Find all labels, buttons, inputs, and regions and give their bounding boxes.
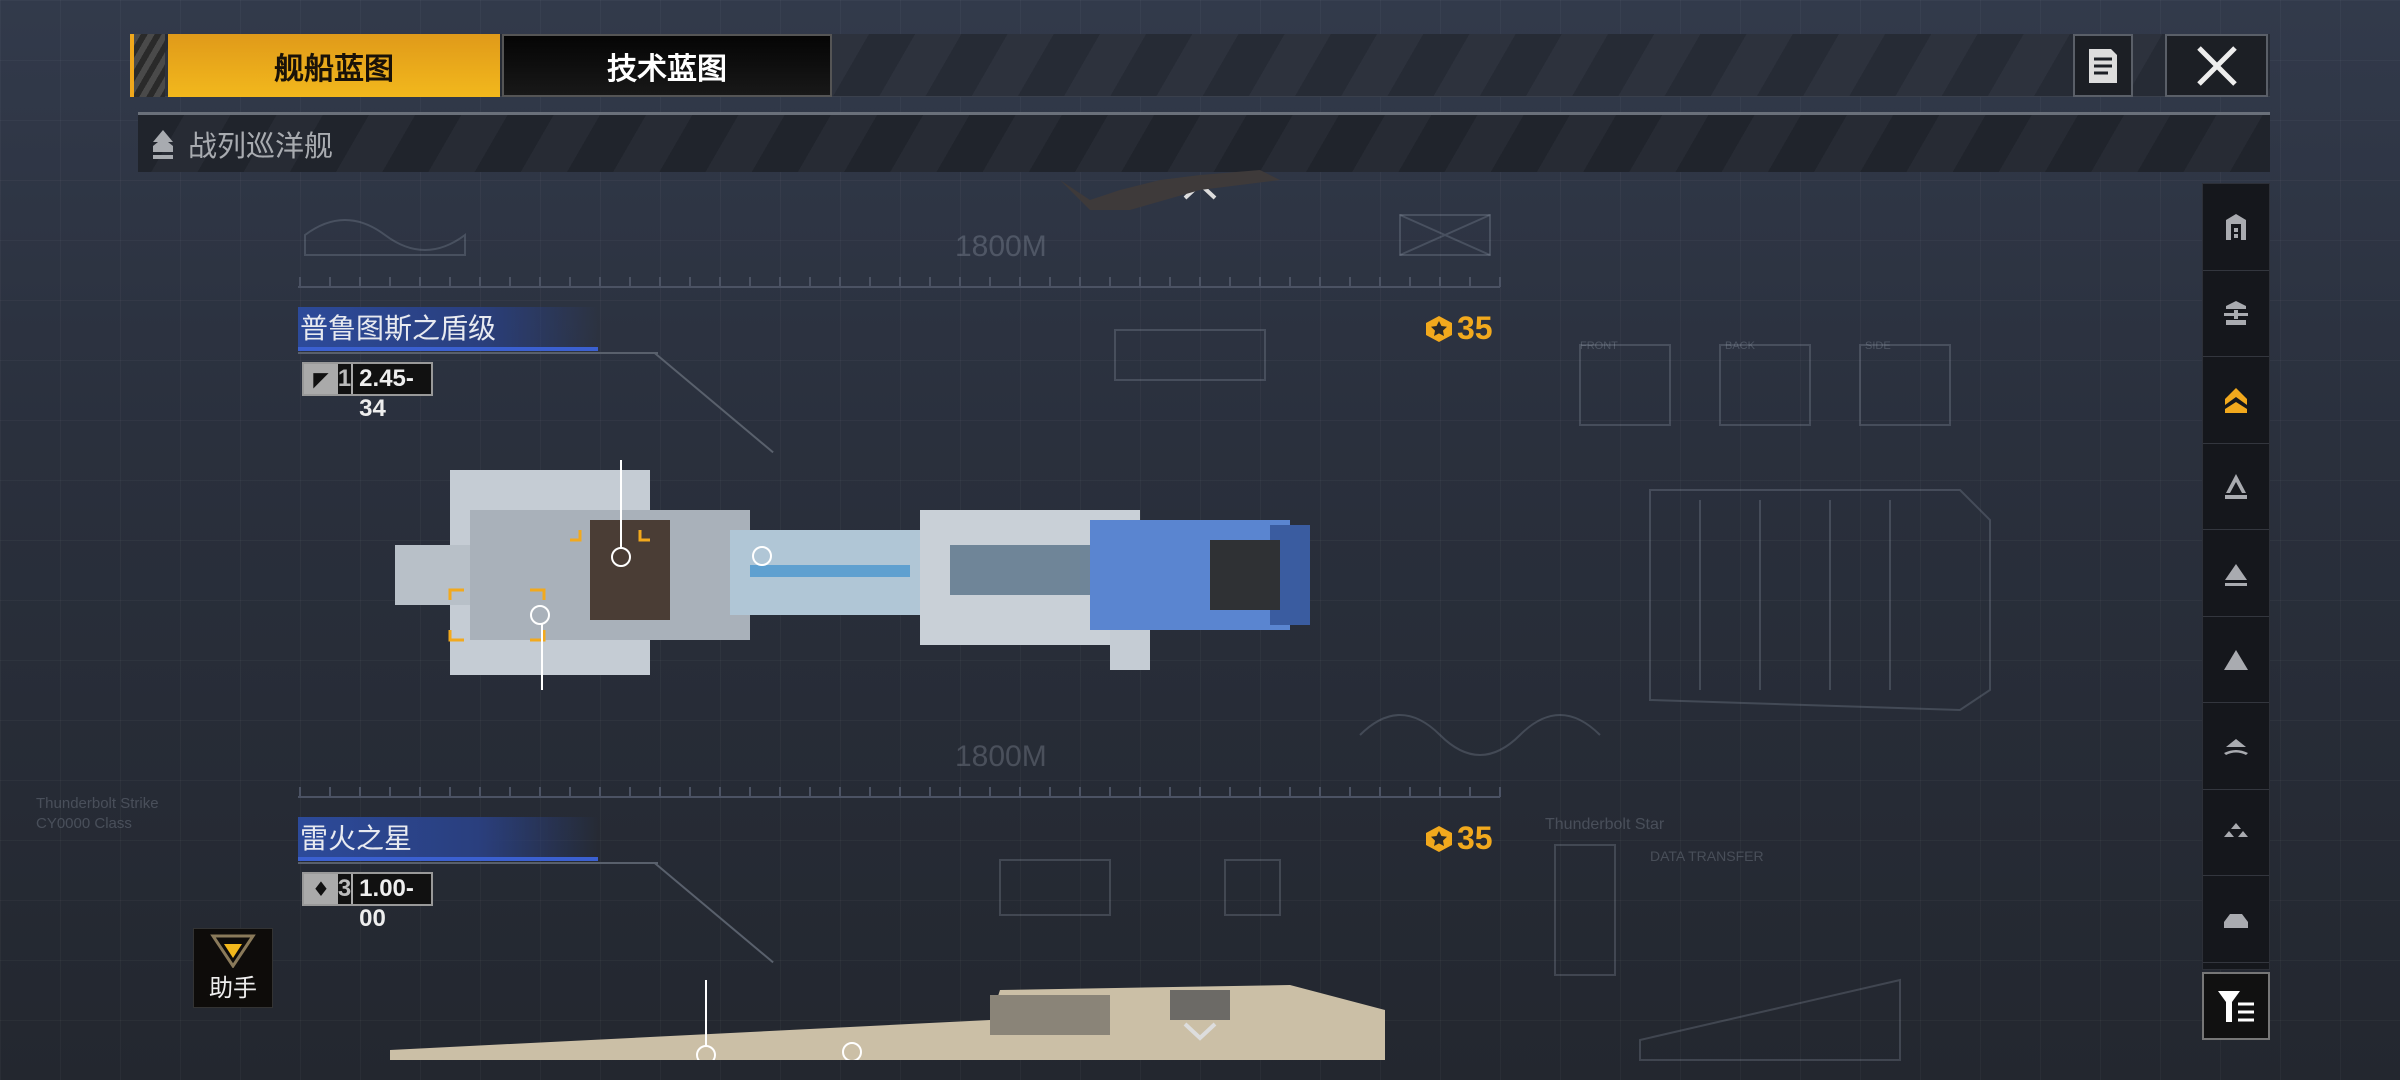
- cruiser-icon: [2225, 474, 2247, 500]
- faction-flame-icon: ♦: [304, 874, 338, 904]
- auxiliary-icon: [2224, 301, 2248, 326]
- category-title: 战列巡洋舰: [188, 128, 334, 163]
- filter-button[interactable]: [2202, 972, 2270, 1040]
- ship2-english-name: Thunderbolt Star: [1545, 816, 1665, 833]
- ship-title-line: [298, 862, 658, 864]
- ship-tier: 1: [337, 364, 354, 394]
- ship-version-badge: ◤ 1 2.45-34: [302, 362, 433, 422]
- support-icon: [2224, 913, 2248, 928]
- left-caption-2: CY0000 Class: [36, 815, 132, 832]
- category-header: 战列巡洋舰: [138, 112, 2270, 172]
- ruler-label-top: 1800M: [955, 230, 1047, 263]
- tab-ship-blueprint[interactable]: 舰船蓝图: [168, 34, 500, 97]
- ship-tier: 3: [337, 874, 354, 904]
- top-bar-accent: [130, 34, 165, 97]
- sidebar-item-corvette[interactable]: [2203, 703, 2269, 790]
- sidebar-item-support[interactable]: [2203, 876, 2269, 963]
- sidebar-item-carrier[interactable]: [2203, 184, 2269, 271]
- ship-type-sidebar: [2202, 183, 2270, 970]
- left-caption-1: Thunderbolt Strike: [36, 795, 159, 812]
- assistant-label: 助手: [209, 974, 257, 1002]
- document-icon: [2089, 48, 2117, 83]
- data-transfer-label: DATA TRANSFER: [1650, 848, 1764, 864]
- carrier-icon: [2226, 213, 2246, 240]
- scroll-down-icon[interactable]: [1182, 1020, 1218, 1044]
- fighter-icon: [2224, 823, 2248, 838]
- command-cost-icon: [1426, 825, 1452, 852]
- corvette-icon: [2224, 738, 2248, 755]
- sidebar-item-auxiliary[interactable]: [2203, 271, 2269, 357]
- sidebar-item-fighter[interactable]: [2203, 790, 2269, 876]
- close-button[interactable]: [2165, 34, 2268, 97]
- ruler-label-mid: 1800M: [955, 740, 1047, 773]
- sidebar-item-frigate[interactable]: [2203, 617, 2269, 703]
- frigate-icon: [2224, 650, 2248, 671]
- close-icon: [2196, 45, 2237, 86]
- sidebar-item-battlecruiser[interactable]: [2203, 357, 2269, 444]
- ship-cost: 35: [1425, 820, 1493, 857]
- document-button[interactable]: [2073, 34, 2133, 97]
- assistant-icon: [210, 934, 256, 968]
- battlecruiser-icon: [2225, 387, 2247, 413]
- battlecruiser-icon: [153, 129, 173, 159]
- ship-version: 2.45-34: [359, 365, 414, 422]
- ship-cost: 35: [1425, 310, 1493, 347]
- tab-tech-blueprint[interactable]: 技术蓝图: [502, 34, 832, 97]
- command-cost-icon: [1426, 315, 1452, 342]
- assistant-button[interactable]: 助手: [193, 928, 273, 1008]
- ship-1-image: [395, 460, 1310, 690]
- ship-2-image: [390, 980, 1385, 1060]
- sidebar-item-cruiser[interactable]: [2203, 444, 2269, 530]
- filter-icon: [2218, 991, 2254, 1022]
- sidebar-item-destroyer[interactable]: [2203, 530, 2269, 617]
- ship-name: 普鲁图斯之盾级: [298, 307, 598, 351]
- ship-version: 1.00-00: [359, 875, 414, 932]
- front-label: FRONT: [1580, 340, 1618, 352]
- ship-name: 雷火之星: [298, 817, 598, 861]
- ship-title-line: [298, 352, 658, 354]
- back-label: BACK: [1725, 340, 1755, 352]
- faction-wing-icon: ◤: [304, 364, 338, 394]
- ship-above-partial: [1060, 170, 1280, 210]
- ship-version-badge: ♦ 3 1.00-00: [302, 872, 433, 932]
- side-label: SIDE: [1865, 340, 1891, 352]
- destroyer-icon: [2225, 563, 2247, 586]
